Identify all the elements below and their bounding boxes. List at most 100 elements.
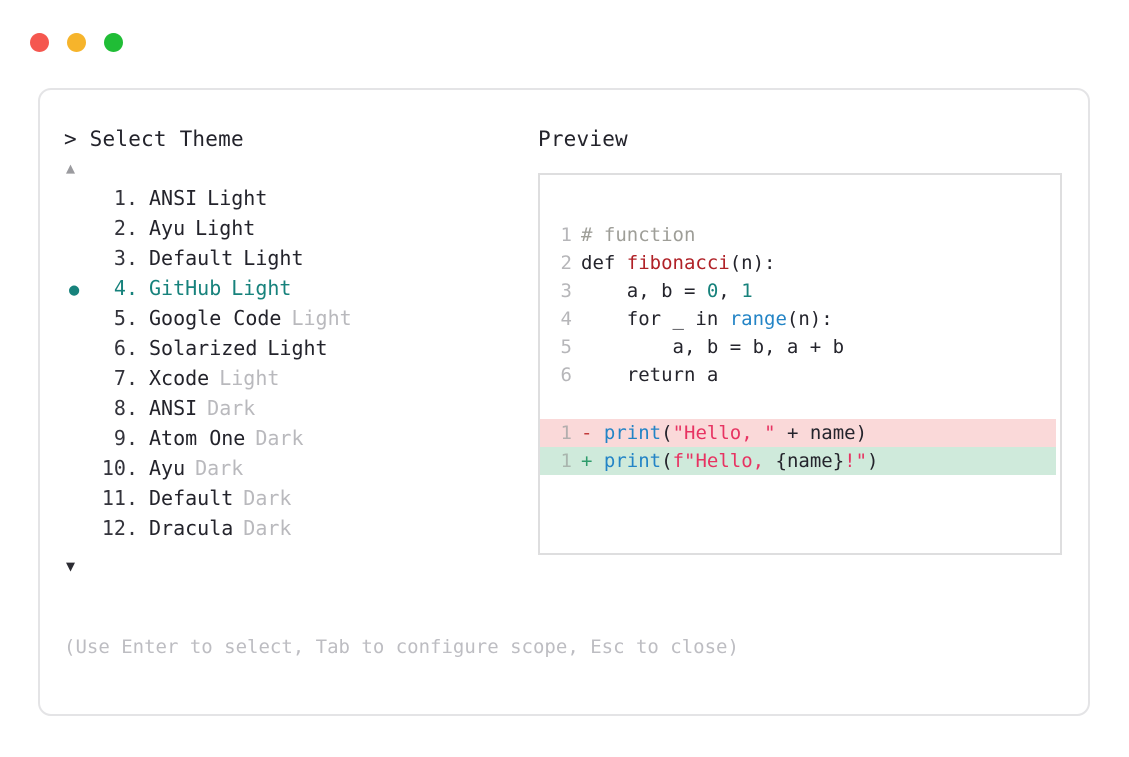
theme-item-variant: Dark [255,426,304,450]
line-number: 2 [560,252,572,274]
theme-item-name: ANSI [149,396,198,420]
theme-item-index: 4. [113,276,138,300]
diff-line-del: 1- print("Hello, " + name) [540,419,1056,447]
code-line: 1# function [554,221,1060,249]
code-spacer [554,389,1060,419]
theme-item-name: GitHub [149,276,222,300]
theme-list-item[interactable]: 7. Xcode Light [64,363,534,393]
theme-list-item[interactable]: 3. Default Light [64,243,534,273]
code-token: print [603,450,662,472]
theme-list-item[interactable]: 9. Atom One Dark [64,423,534,453]
code-sample: 1# function 2 def fibonacci (n): 3 a, b = 0,… [540,175,1060,475]
code-token: range [729,308,787,330]
line-number: 3 [560,280,572,302]
preview-box: 1# function 2 def fibonacci (n): 3 a, b = 0,… [538,173,1062,555]
theme-list-item[interactable]: 12. Dracula Dark [64,513,534,543]
theme-list-item[interactable]: ● 4. GitHub Light [64,273,534,303]
diff-sign: - [581,422,593,444]
code-line: 4 for _ in range(n): [554,305,1060,333]
theme-item-name: ANSI [149,186,198,210]
theme-item-variant: Light [231,276,292,300]
theme-item-index: 2. [113,216,138,240]
theme-list-item[interactable]: 8. ANSI Dark [64,393,534,423]
theme-item-variant: Light [195,216,256,240]
theme-item-name: Google Code [149,306,282,330]
code-token: fibonacci [626,252,730,274]
theme-item-variant: Light [291,306,352,330]
code-line: 3 a, b = 0, 1 [554,277,1060,305]
theme-item-index: 3. [113,246,138,270]
theme-item-index: 9. [113,426,138,450]
code-token: f"Hello, [672,450,776,472]
theme-item-index: 11. [101,486,138,510]
code-token: ( [661,422,673,444]
theme-item-name: Dracula [149,516,234,540]
close-window-button[interactable] [30,33,49,52]
theme-item-variant: Dark [243,486,292,510]
line-number: 6 [560,364,572,386]
window-controls [30,33,123,52]
theme-item-name: Atom One [149,426,246,450]
selected-bullet-icon: ● [69,280,80,300]
theme-list-item[interactable]: 5. Google Code Light [64,303,534,333]
minimize-window-button[interactable] [67,33,86,52]
theme-item-variant: Light [243,246,304,270]
theme-item-variant: Light [219,366,280,390]
theme-item-index: 8. [113,396,138,420]
code-token: ( [661,450,673,472]
preview-pane: Preview 1# function 2 def fibonacci (n): 3 a… [538,126,1068,555]
theme-item-index: 7. [113,366,138,390]
code-token: print [603,422,662,444]
line-number: 4 [560,308,572,330]
code-token: !" [844,450,868,472]
preview-title: Preview [538,127,628,151]
scroll-down-icon[interactable]: ▼ [66,557,76,575]
line-number: 1 [560,224,572,246]
theme-item-index: 5. [113,306,138,330]
theme-item-name: Default [149,486,234,510]
theme-item-name: Xcode [149,366,210,390]
code-token: a, b = b, a + b [581,336,845,358]
theme-item-name: Default [149,246,234,270]
theme-item-index: 12. [101,516,138,540]
diff-line-add: 1+ print(f"Hello, {name}!") [540,447,1056,475]
code-token: {name} [775,450,845,472]
diff-gap [592,422,603,444]
code-line: 5 a, b = b, a + b [554,333,1060,361]
theme-list-item[interactable]: 10. Ayu Dark [64,453,534,483]
code-token: 0 [706,280,719,302]
theme-item-index: 1. [113,186,138,210]
code-token: ) [867,450,879,472]
theme-item-index: 10. [101,456,138,480]
theme-list-item[interactable]: 1. ANSI Light [64,183,534,213]
code-token: return a [581,364,719,386]
code-token: "Hello, " [672,422,776,444]
code-token: for _ in [581,308,730,330]
theme-item-name: Solarized [149,336,258,360]
code-token: + name) [775,422,868,444]
line-number: 1 [560,450,572,472]
theme-item-index: 6. [113,336,138,360]
theme-list-item[interactable]: 11. Default Dark [64,483,534,513]
page-title: > Select Theme [64,127,244,151]
theme-item-variant: Light [207,186,268,210]
code-token: (n): [786,308,833,330]
theme-item-variant: Dark [207,396,256,420]
theme-item-name: Ayu [149,456,186,480]
keybinding-hint: (Use Enter to select, Tab to configure s… [64,636,739,658]
line-number: 5 [560,336,572,358]
scroll-up-icon[interactable]: ▲ [66,159,76,177]
code-token: , [718,280,742,302]
theme-item-variant: Dark [195,456,244,480]
line-number: 1 [560,422,572,444]
theme-item-variant: Light [267,336,328,360]
code-line: 6 return a [554,361,1060,389]
maximize-window-button[interactable] [104,33,123,52]
code-token: def [581,252,627,274]
theme-item-variant: Dark [243,516,292,540]
theme-list-item[interactable]: 6. Solarized Light [64,333,534,363]
